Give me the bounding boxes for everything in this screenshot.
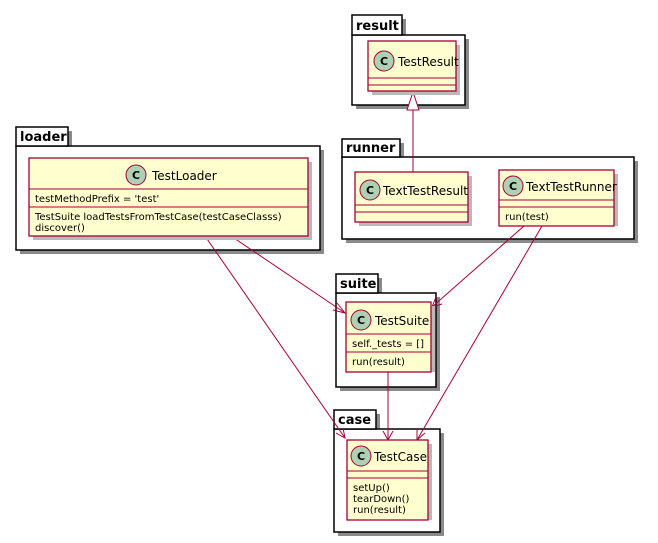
class-testloader[interactable]: C TestLoader testMethodPrefix = 'test' T… bbox=[28, 157, 312, 240]
package-title-runner: runner bbox=[346, 141, 396, 156]
edge-testloader-testsuite bbox=[230, 235, 347, 314]
class-stereotype-icon bbox=[350, 309, 372, 331]
package-title-loader: loader bbox=[20, 130, 67, 145]
class-stereotype-icon bbox=[350, 445, 372, 467]
class-stereotype-letter: C bbox=[509, 180, 517, 193]
class-stereotype-letter: C bbox=[366, 184, 374, 197]
class-name-testcase: TestCase bbox=[373, 450, 427, 464]
class-method: TestSuite loadTestsFromTestCase(testCase… bbox=[34, 212, 282, 223]
class-stereotype-icon bbox=[502, 175, 524, 197]
edge-testloader-testcase bbox=[204, 235, 346, 439]
class-name-testsuite: TestSuite bbox=[374, 314, 429, 328]
class-texttestrunner[interactable]: C TextTestRunner run(test) bbox=[498, 169, 618, 227]
class-method: discover() bbox=[35, 223, 85, 234]
class-texttestresult[interactable]: C TextTestResult bbox=[354, 171, 472, 226]
class-method: tearDown() bbox=[353, 494, 410, 505]
class-testresult[interactable]: C TestResult bbox=[367, 40, 460, 95]
class-stereotype-letter: C bbox=[380, 55, 388, 68]
package-title-suite: suite bbox=[340, 277, 377, 292]
class-stereotype-icon bbox=[359, 179, 381, 201]
class-stereotype-letter: C bbox=[357, 450, 365, 463]
class-testcase[interactable]: C TestCase setUp() tearDown() run(result… bbox=[346, 439, 432, 521]
class-field: testMethodPrefix = 'test' bbox=[35, 194, 159, 205]
package-title-case: case bbox=[338, 413, 371, 428]
class-method: run(result) bbox=[352, 357, 405, 368]
class-stereotype-letter: C bbox=[132, 169, 140, 182]
class-method: run(result) bbox=[353, 505, 406, 516]
class-method: setUp() bbox=[353, 483, 390, 494]
class-stereotype-icon bbox=[373, 50, 395, 72]
package-title-result: result bbox=[356, 19, 399, 34]
edge-inheritance-texttestresult-testresult bbox=[406, 90, 420, 172]
class-stereotype-letter: C bbox=[357, 314, 365, 327]
class-name-texttestresult: TextTestResult bbox=[382, 184, 468, 198]
class-method: run(test) bbox=[505, 212, 549, 223]
class-field: self._tests = [] bbox=[352, 339, 424, 350]
class-name-testloader: TestLoader bbox=[151, 169, 217, 183]
class-stereotype-icon bbox=[125, 164, 147, 186]
class-name-texttestrunner: TextTestRunner bbox=[525, 180, 617, 194]
class-name-testresult: TestResult bbox=[397, 55, 459, 69]
class-testsuite[interactable]: C TestSuite self._tests = [] run(result) bbox=[345, 301, 435, 373]
